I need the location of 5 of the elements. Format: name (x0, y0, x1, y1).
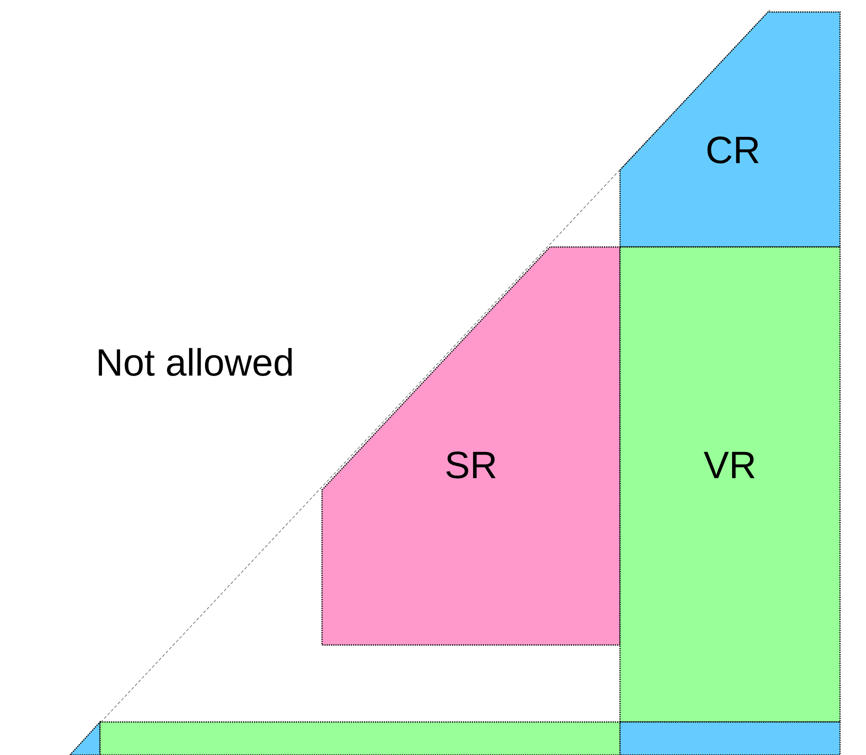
region (619, 721, 841, 755)
region: SR (321, 246, 621, 646)
region: CR (619, 11, 841, 248)
region (99, 721, 621, 755)
region: VR (619, 246, 841, 723)
